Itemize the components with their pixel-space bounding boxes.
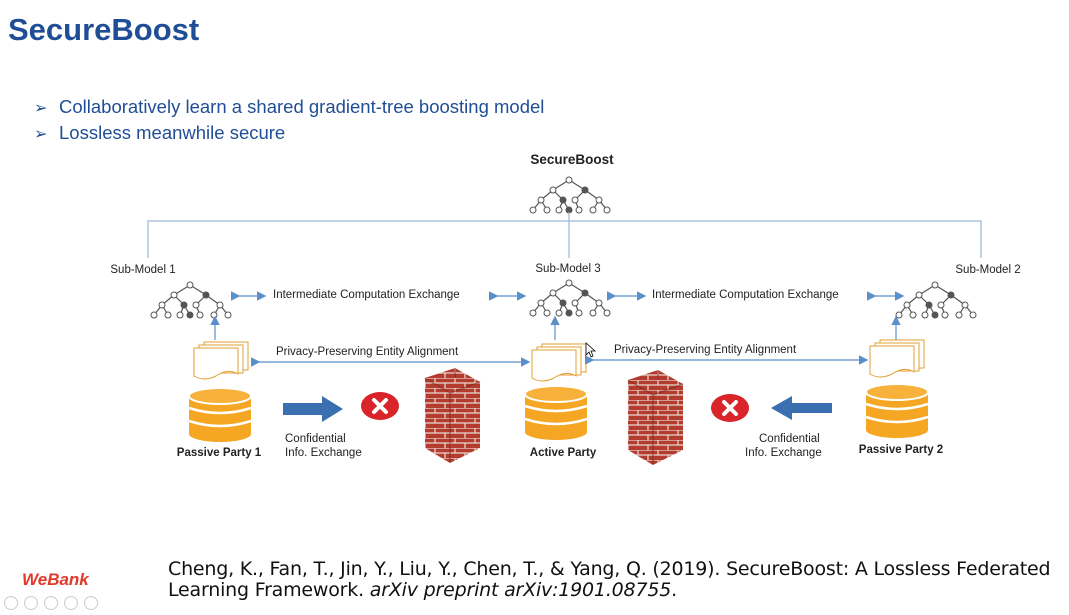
arrow-bullet-icon: ➢ bbox=[34, 100, 48, 117]
confidential-label-left: Confidential bbox=[285, 433, 346, 445]
passive-party-2-label: Passive Party 2 bbox=[858, 444, 944, 456]
info-exchange-label-left: Info. Exchange bbox=[285, 447, 362, 459]
passive-party-2-docs-icon bbox=[869, 339, 925, 378]
computation-exchange-label-right: Intermediate Computation Exchange bbox=[652, 289, 839, 301]
info-exchange-label-right: Info. Exchange bbox=[745, 447, 822, 459]
confidential-label-right: Confidential bbox=[759, 433, 820, 445]
mouse-cursor-icon bbox=[585, 342, 597, 358]
next-slide-icon[interactable] bbox=[24, 596, 38, 610]
active-party-docs-icon bbox=[531, 343, 587, 382]
bullet-item: ➢ Lossless meanwhile secure bbox=[34, 122, 544, 148]
menu-icon[interactable] bbox=[84, 596, 98, 610]
computation-exchange-label-left: Intermediate Computation Exchange bbox=[273, 289, 460, 301]
confidential-arrow-right-icon bbox=[283, 396, 343, 422]
pen-tool-icon[interactable] bbox=[44, 596, 58, 610]
submodel-2-tree-icon bbox=[895, 281, 977, 319]
bullet-item: ➢ Collaboratively learn a shared gradient… bbox=[34, 96, 544, 122]
diagram-title: SecureBoost bbox=[530, 152, 614, 167]
submodel-1-label: Sub-Model 1 bbox=[110, 264, 176, 276]
prev-slide-icon[interactable] bbox=[4, 596, 18, 610]
bullet-text: Lossless meanwhile secure bbox=[59, 122, 286, 143]
blocked-x-icon bbox=[709, 392, 751, 424]
firewall-icon bbox=[424, 367, 481, 464]
alignment-arrows bbox=[250, 355, 869, 367]
slide-nav-controls[interactable] bbox=[4, 596, 104, 610]
entity-alignment-label-right: Privacy-Preserving Entity Alignment bbox=[614, 344, 797, 356]
bullet-text: Collaboratively learn a shared gradient-… bbox=[59, 96, 545, 117]
submodel-1-tree-icon bbox=[150, 281, 232, 319]
submodel-2-label: Sub-Model 2 bbox=[955, 264, 1021, 276]
active-party-database-icon bbox=[523, 384, 589, 442]
passive-party-1-database-icon bbox=[187, 386, 253, 444]
main-model-tree-icon bbox=[529, 176, 611, 214]
firewall-icon bbox=[627, 369, 684, 466]
citation: Cheng, K., Fan, T., Jin, Y., Liu, Y., Ch… bbox=[168, 559, 1069, 601]
zoom-icon[interactable] bbox=[64, 596, 78, 610]
blocked-x-icon bbox=[359, 390, 401, 422]
passive-party-1-label: Passive Party 1 bbox=[176, 447, 262, 459]
passive-party-1-docs-icon bbox=[193, 341, 249, 380]
citation-end: . bbox=[671, 579, 677, 601]
entity-alignment-label-left: Privacy-Preserving Entity Alignment bbox=[276, 346, 459, 358]
bullet-list: ➢ Collaboratively learn a shared gradient… bbox=[34, 96, 544, 148]
up-arrows bbox=[210, 315, 901, 340]
submodel-3-tree-icon bbox=[529, 279, 611, 317]
webank-logo: WeBank bbox=[22, 570, 89, 589]
citation-journal: arXiv preprint arXiv:1901.08755 bbox=[369, 579, 672, 601]
arrow-bullet-icon: ➢ bbox=[34, 126, 48, 143]
confidential-arrow-left-icon bbox=[771, 396, 832, 420]
connector-lines bbox=[147, 212, 982, 258]
citation-text: Cheng, K., Fan, T., Jin, Y., Liu, Y., Ch… bbox=[168, 558, 1051, 601]
submodel-3-label: Sub-Model 3 bbox=[535, 263, 601, 275]
slide-title: SecureBoost bbox=[8, 12, 200, 47]
passive-party-2-database-icon bbox=[864, 382, 930, 440]
active-party-label: Active Party bbox=[529, 447, 597, 459]
